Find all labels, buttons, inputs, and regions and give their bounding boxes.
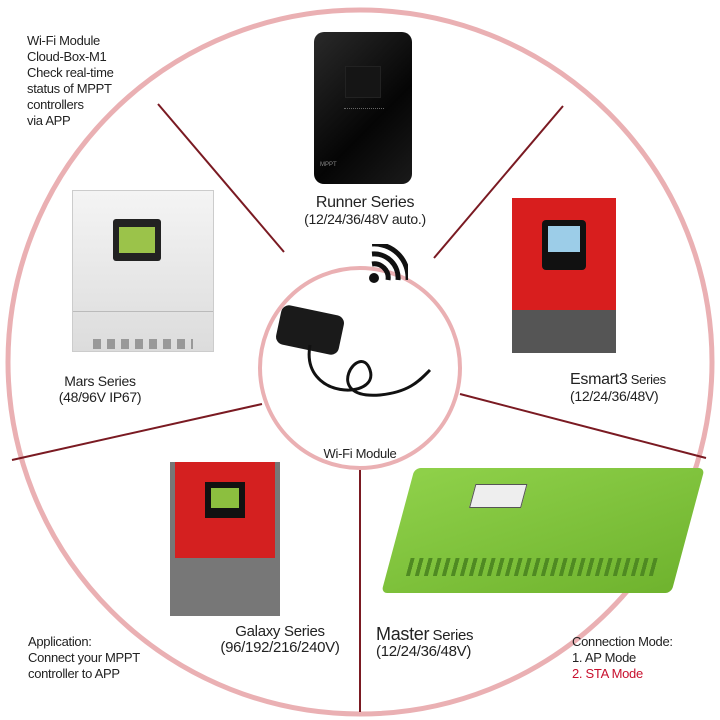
inner-ring	[258, 266, 462, 470]
ap-mode: 1. AP Mode	[572, 650, 636, 665]
product-spec: (96/192/216/240V)	[220, 639, 340, 656]
application-line: Connect your MPPT	[28, 650, 140, 665]
info-line: controllers	[27, 97, 84, 112]
master-label: Master Series (12/24/36/48V)	[376, 624, 536, 660]
info-line: status of MPPT	[27, 81, 112, 96]
galaxy-label: Galaxy Series (96/192/216/240V)	[200, 624, 360, 656]
divider-right	[459, 393, 707, 459]
product-spec: (12/24/36/48V)	[376, 643, 472, 660]
info-line: Wi-Fi Module	[27, 33, 100, 48]
device-brand-text: MPPT	[320, 162, 337, 168]
product-suffix: Series	[630, 372, 666, 387]
product-spec: (48/96V IP67)	[58, 389, 142, 405]
application-line: controller to APP	[28, 666, 120, 681]
product-suffix: Series	[432, 627, 474, 644]
info-line: via APP	[27, 113, 71, 128]
info-line: Check real-time	[27, 65, 114, 80]
info-line: Cloud-Box-M1	[27, 49, 107, 64]
application-line: Application:	[28, 634, 92, 649]
info-text: Wi-Fi Module Cloud-Box-M1 Check real-tim…	[27, 33, 167, 129]
product-spec: (12/24/36/48V auto.)	[304, 211, 426, 227]
esmart3-label: Esmart3 Series (12/24/36/48V)	[570, 371, 720, 405]
divider-left	[11, 403, 263, 461]
product-name: Galaxy Series	[235, 623, 325, 640]
wifi-module-label: Wi-Fi Module	[323, 446, 397, 461]
wifi-signal-icon	[369, 244, 408, 283]
product-name: Master	[376, 624, 430, 644]
runner-device-image: MPPT	[314, 32, 412, 184]
application-text: Application: Connect your MPPT controlle…	[28, 634, 188, 682]
connection-title: Connection Mode:	[572, 634, 673, 649]
mars-device-image	[72, 190, 214, 352]
esmart3-device-image	[512, 198, 616, 353]
mars-label: Mars Series (48/96V IP67)	[30, 373, 170, 405]
outer-ring	[5, 7, 715, 717]
product-spec: (12/24/36/48V)	[570, 388, 659, 404]
divider-top-left	[157, 103, 285, 253]
runner-label: Runner Series (12/24/36/48V auto.)	[270, 194, 460, 228]
sta-mode: 2. STA Mode	[572, 666, 643, 681]
product-name: Esmart3	[570, 371, 628, 388]
galaxy-device-image	[170, 462, 280, 616]
wifi-module-cable	[307, 344, 432, 397]
master-device-image	[381, 468, 705, 593]
product-name: Runner Series	[315, 194, 415, 211]
product-name: Mars Series	[64, 373, 136, 389]
divider-top-right	[433, 105, 564, 259]
dividers	[11, 103, 707, 712]
connection-mode-text: Connection Mode: 1. AP Mode 2. STA Mode	[572, 634, 720, 682]
